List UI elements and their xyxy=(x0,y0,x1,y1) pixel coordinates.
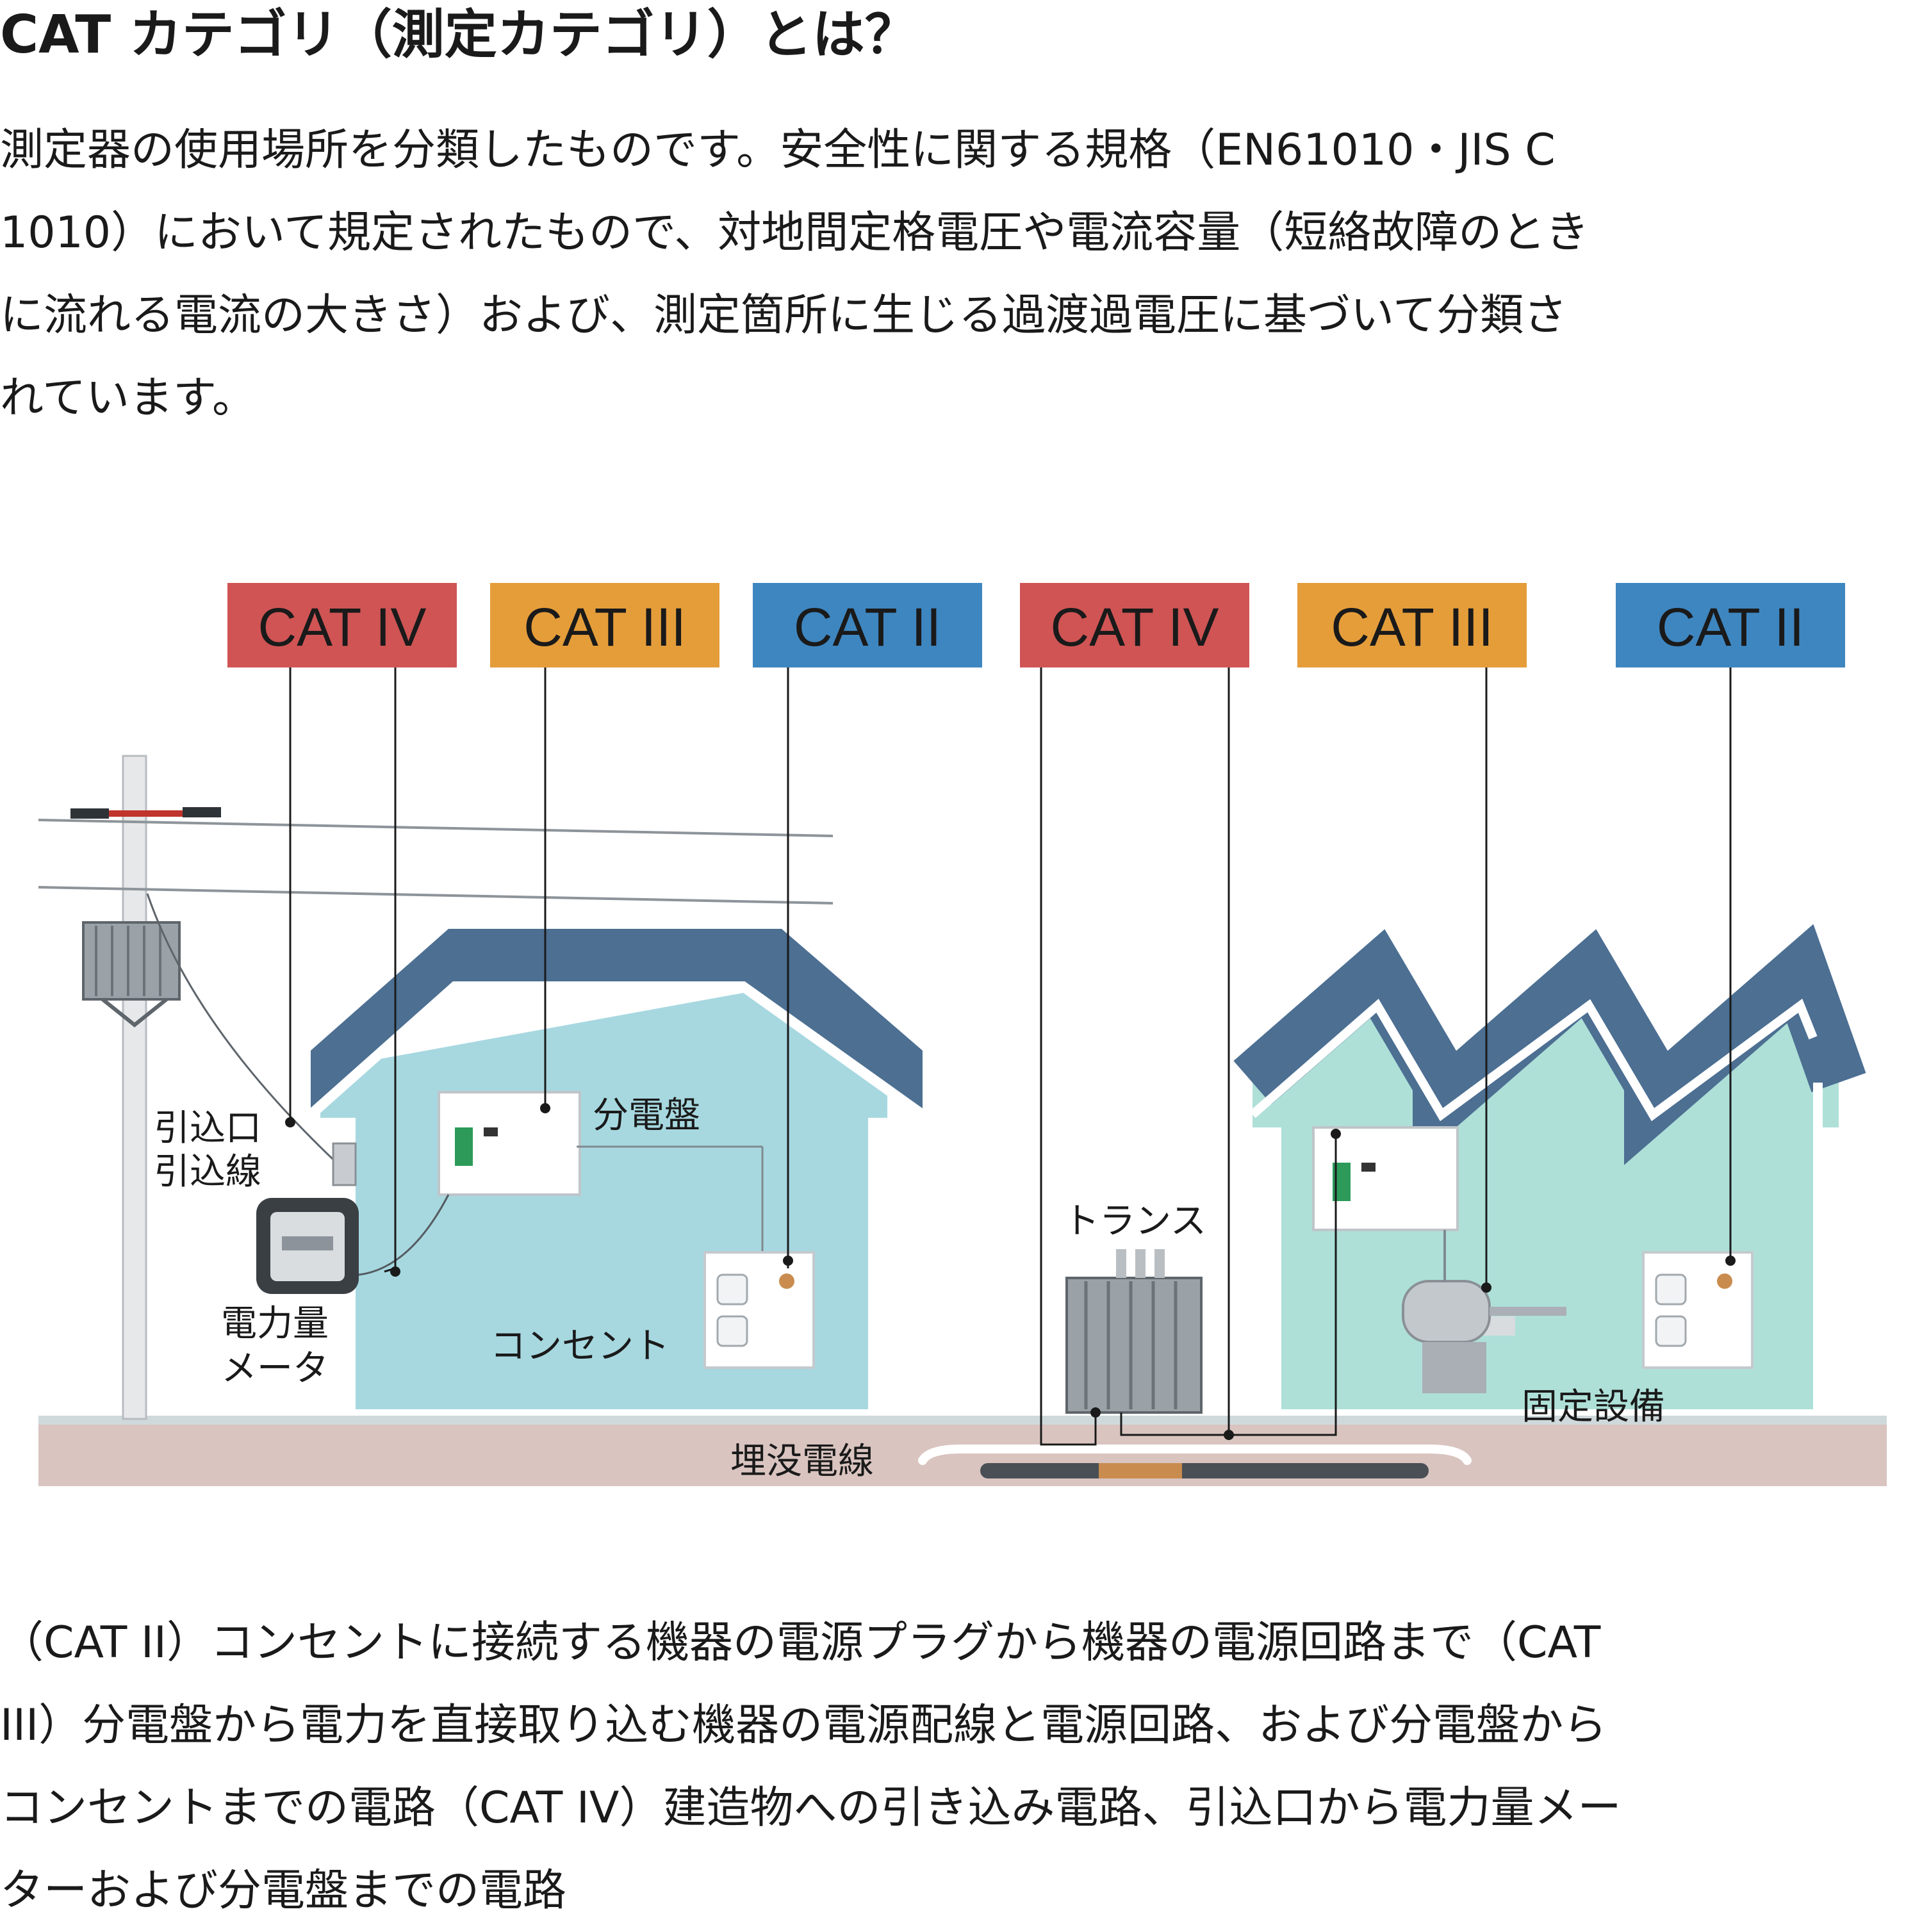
leader-dots xyxy=(285,1103,1736,1440)
intro-line: れています。 xyxy=(0,373,256,423)
ground-surface xyxy=(38,1416,1887,1425)
cat-box-label: CAT II xyxy=(794,597,941,657)
cat-box-bg xyxy=(490,583,719,667)
buried-cable xyxy=(918,1445,1472,1478)
cat-box-label: CAT III xyxy=(523,597,686,657)
cat-box-bg xyxy=(1297,583,1527,667)
label-service-wire: 引込線 xyxy=(154,1151,261,1193)
house-distribution-panel xyxy=(358,1091,764,1276)
cat-box-label: CAT III xyxy=(1331,597,1493,657)
fixed-equipment-motor xyxy=(1402,1230,1566,1393)
cat-box: CAT II xyxy=(1616,583,1845,667)
intro-line: に流れる電流の大きさ）および、測定箇所に生じる過渡過電圧に基づいて分類さ xyxy=(0,290,1567,341)
outro-paragraph: （CAT II）コンセントに接続する機器の電源プラグから機器の電源回路まで（CA… xyxy=(0,1601,1922,1932)
outro-line: III）分電盤から電力を直接取り込む機器の電源配線と電源回路、および分電盤から xyxy=(0,1700,1607,1751)
cat-box: CAT II xyxy=(753,583,982,667)
outro-line: コンセントまでの電路（CAT IV）建造物への引き込み電路、引込口から電力量メー xyxy=(0,1783,1622,1833)
label-service-entrance: 引込口 xyxy=(154,1108,261,1149)
cat-box-label: CAT IV xyxy=(258,597,427,657)
factory-outlet xyxy=(1642,1251,1754,1369)
factory-distribution-panel xyxy=(1312,1126,1459,1231)
label-transformer: トランス xyxy=(1064,1200,1206,1242)
outro-line: ターおよび分電盤までの電路 xyxy=(0,1865,567,1916)
cat-category-diagram: CAT IV CAT III CAT II CAT IV CAT III CAT… xyxy=(38,583,1887,1486)
cat-box-label: CAT IV xyxy=(1051,597,1219,657)
cat-box-label: CAT II xyxy=(1657,597,1804,657)
label-buried-cable: 埋没電線 xyxy=(730,1441,874,1482)
intro-line: 測定器の使用場所を分類したものです。安全性に関する規格（EN61010・JIS … xyxy=(0,125,1556,176)
label-fixed-equipment: 固定設備 xyxy=(1522,1386,1665,1428)
cat-box-bg xyxy=(1020,583,1249,667)
intro-paragraph: 測定器の使用場所を分類したものです。安全性に関する規格（EN61010・JIS … xyxy=(0,109,1922,439)
cat-box-bg xyxy=(1616,583,1845,667)
cat-box: CAT IV xyxy=(227,583,457,667)
transformer xyxy=(1065,1249,1203,1414)
intro-line: 1010）において規定されたもので、対地間定格電圧や電流容量（短絡故障のとき xyxy=(0,208,1589,258)
power-meter xyxy=(256,1142,359,1294)
page-title: CAT カテゴリ（測定カテゴリ）とは？ xyxy=(0,4,917,65)
cat-box: CAT IV xyxy=(1020,583,1249,667)
cat-box-bg xyxy=(227,583,457,667)
outro-line: （CAT II）コンセントに接続する機器の電源プラグから機器の電源回路まで（CA… xyxy=(0,1617,1601,1668)
cat-box-bg xyxy=(753,583,982,667)
house-outlet xyxy=(703,1251,815,1369)
label-outlet: コンセント xyxy=(490,1325,669,1367)
cat-box: CAT III xyxy=(1297,583,1527,667)
cat-box: CAT III xyxy=(490,583,719,667)
utility-pole xyxy=(38,755,834,1420)
label-panel: 分電盤 xyxy=(593,1095,700,1136)
label-meter-1: 電力量 xyxy=(221,1303,329,1345)
label-meter-2: メータ xyxy=(221,1348,329,1389)
